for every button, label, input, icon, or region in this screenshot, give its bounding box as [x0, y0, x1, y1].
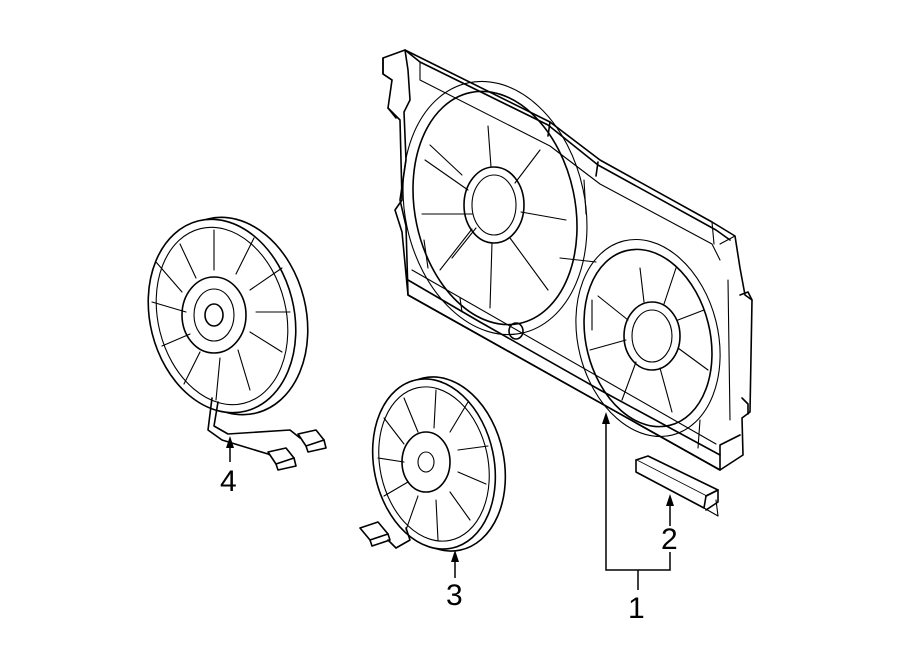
seal-strip: [635, 455, 719, 517]
callout-1: 1: [628, 592, 645, 625]
callout-2: 2: [661, 523, 678, 556]
fan-shroud: [382, 49, 753, 471]
callout-4: 4: [220, 465, 237, 498]
callout-3: 3: [446, 579, 463, 612]
fan-motor-assembly-small: [359, 376, 507, 552]
leader-lines: [226, 412, 674, 590]
fan-motor-assembly-large: [147, 216, 327, 471]
